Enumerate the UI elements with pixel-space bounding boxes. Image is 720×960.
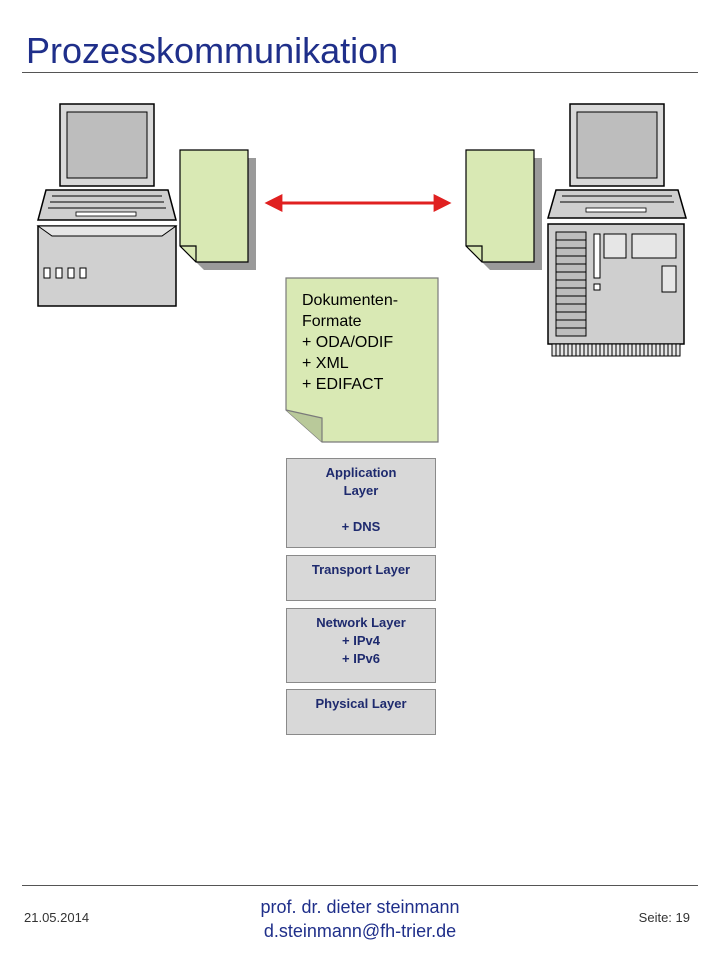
layer-line: + IPv4 [342, 633, 380, 648]
tower-server-icon [547, 103, 687, 357]
document-format-text: Dokumenten- Formate + ODA/ODIF + XML + E… [302, 290, 398, 395]
page-title: Prozesskommunikation [26, 30, 399, 71]
layer-line: Application [325, 465, 397, 480]
network-layer-box: Network Layer + IPv4 + IPv6 [286, 608, 436, 683]
title-divider [22, 72, 698, 73]
document-icon-right [465, 149, 542, 270]
footer-divider [22, 885, 698, 886]
layer-line: Physical Layer [315, 696, 407, 711]
page-number: Seite: 19 [638, 910, 690, 925]
doc-line: Formate [302, 313, 362, 330]
document-icon-left [179, 149, 256, 270]
application-layer-box: Application Layer + DNS [286, 458, 436, 548]
footer-date: 21.05.2014 [24, 910, 90, 925]
doc-line: + XML [302, 355, 349, 372]
transport-layer-box: Transport Layer [286, 555, 436, 601]
doc-line: Dokumenten- [302, 292, 399, 309]
layer-line: + DNS [341, 519, 381, 534]
layer-line: Transport Layer [311, 562, 411, 577]
doc-line: + EDIFACT [302, 376, 384, 393]
doc-line: + ODA/ODIF [302, 334, 394, 351]
desktop-computer-icon [36, 103, 178, 307]
document-format-box [285, 277, 439, 443]
author-email: d.steinmann@fh-trier.de [263, 921, 457, 941]
layer-line: Layer [343, 483, 379, 498]
layer-line [287, 500, 435, 518]
physical-layer-box: Physical Layer [286, 689, 436, 735]
author-name: prof. dr. dieter steinmann [260, 897, 460, 917]
layer-line: + IPv6 [342, 651, 380, 666]
layer-line: Network Layer [316, 615, 406, 630]
footer-author: prof. dr. dieter steinmann d.steinmann@f… [230, 895, 490, 943]
